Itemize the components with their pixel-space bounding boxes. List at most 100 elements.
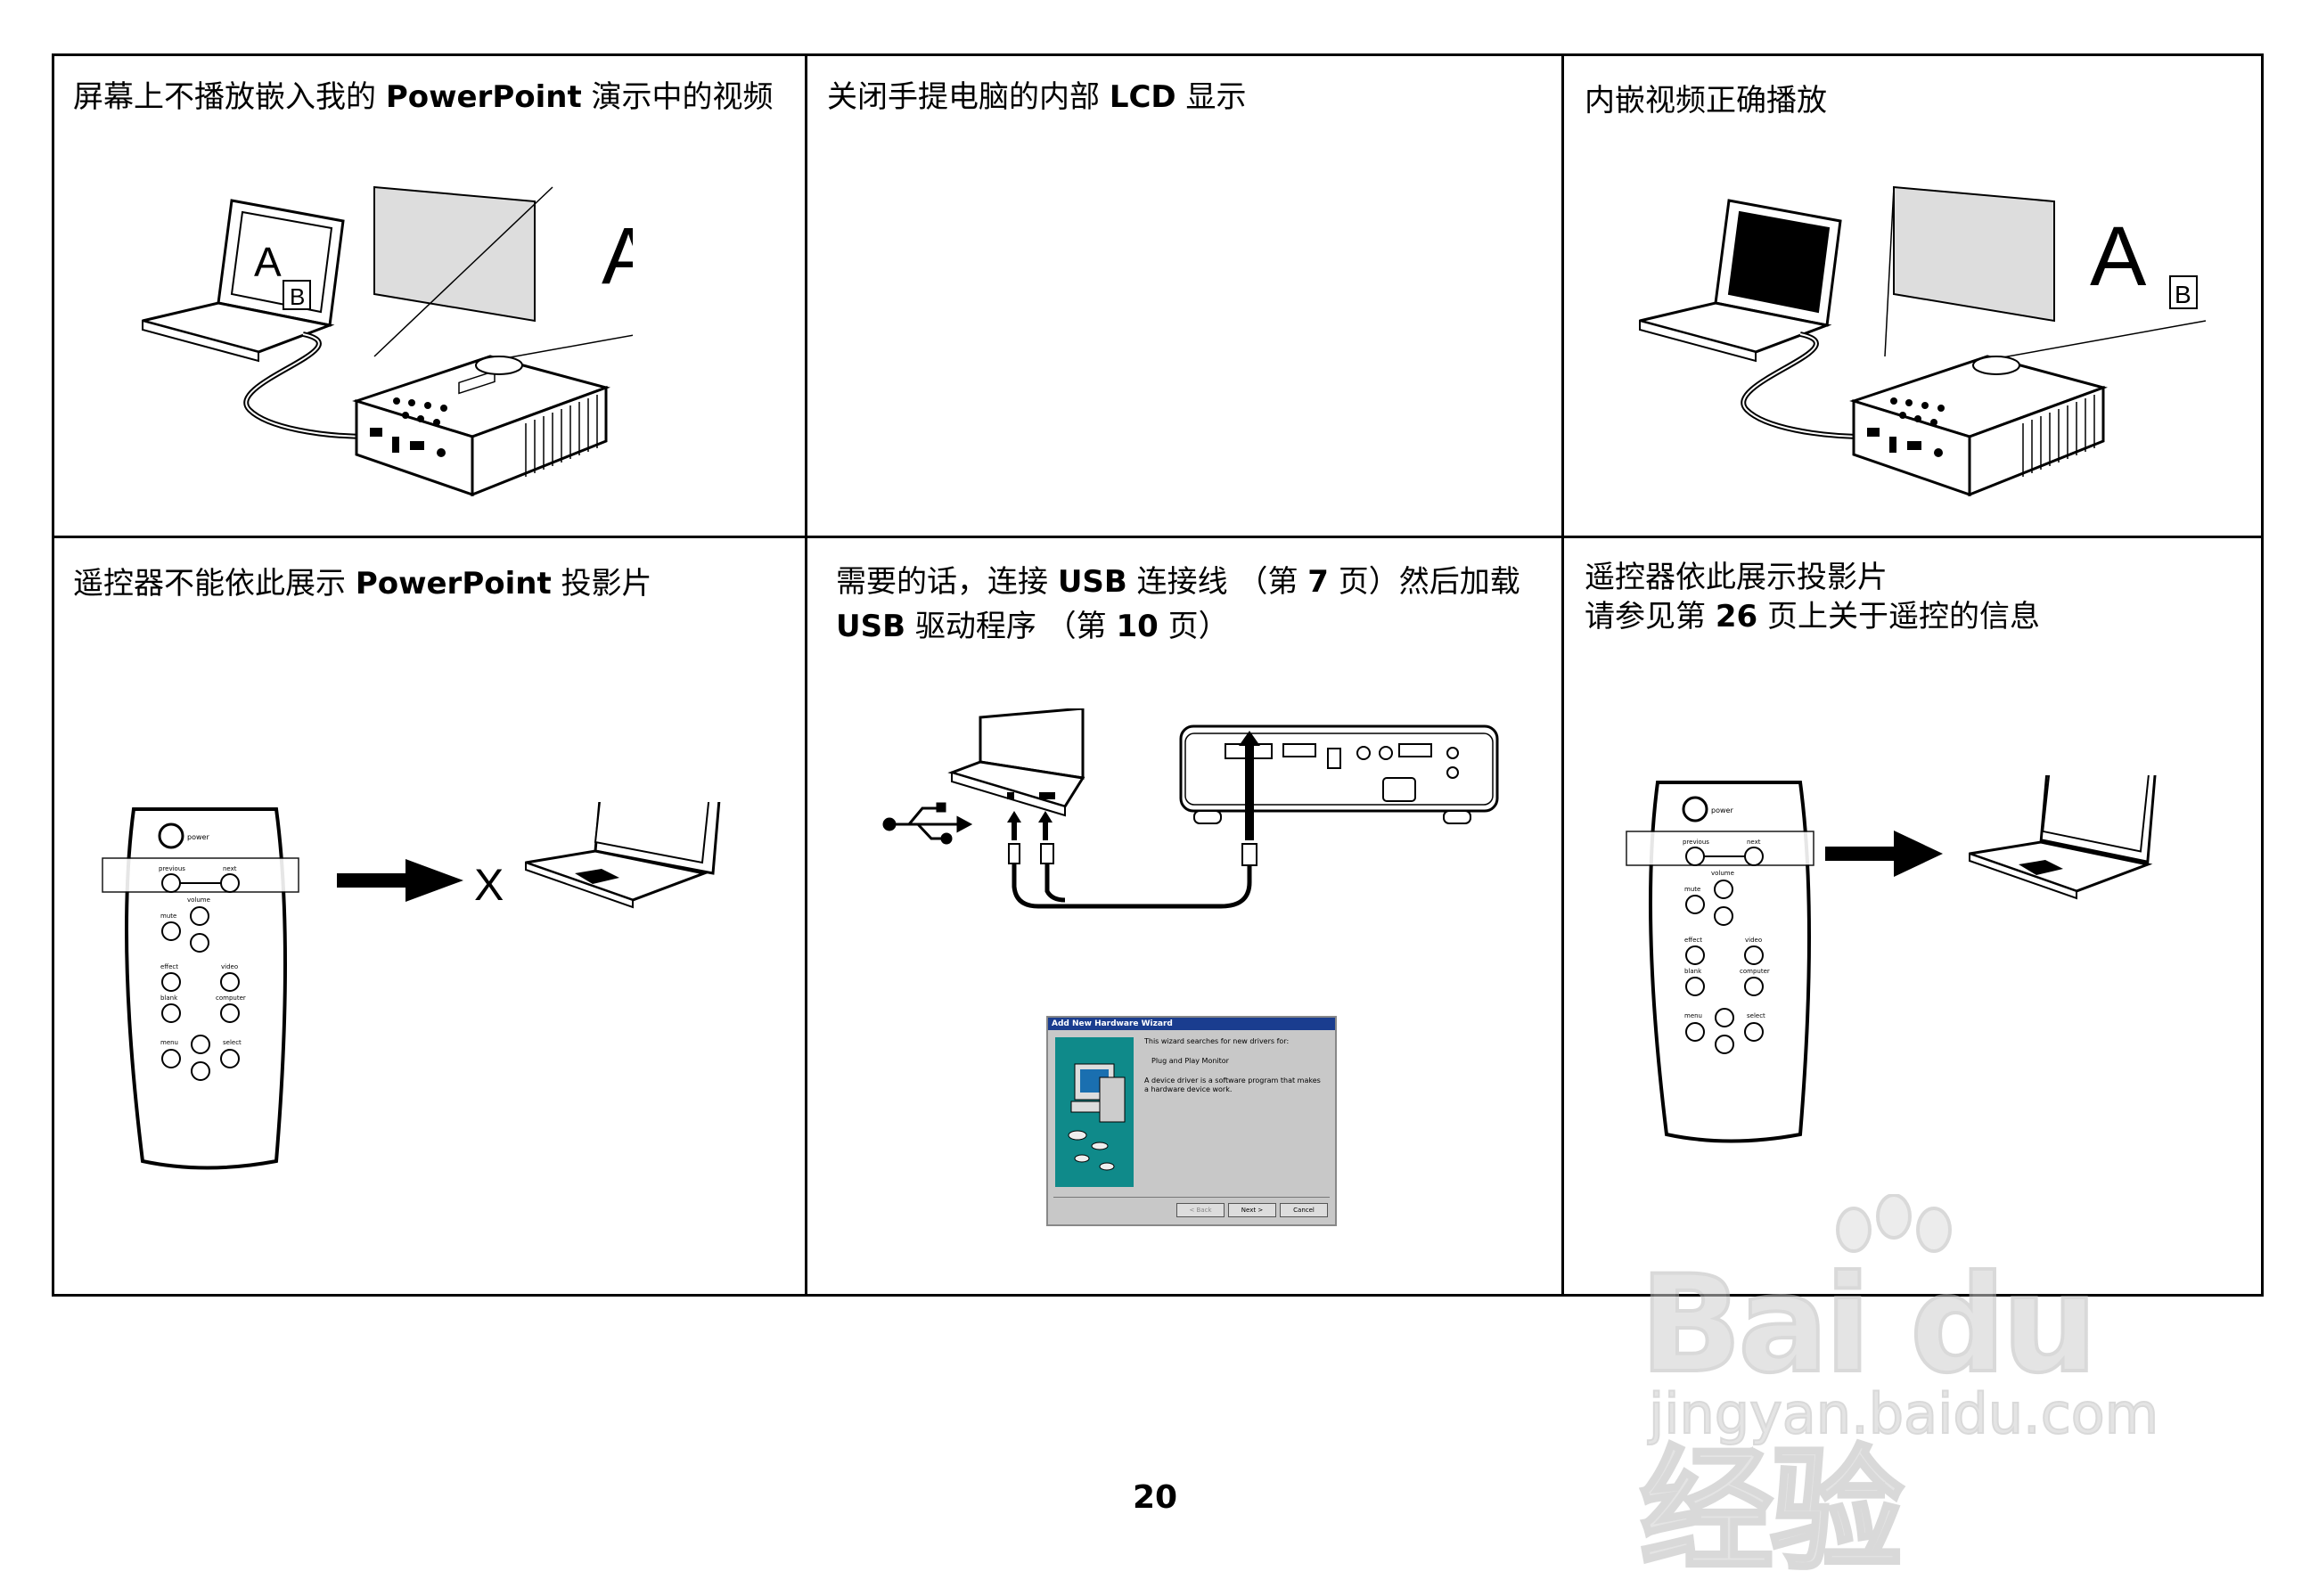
effect-icon [1685, 945, 1705, 965]
previous-icon [161, 873, 181, 893]
wizard-title: Add New Hardware Wizard [1048, 1018, 1335, 1030]
caption-embedded-video-plays: 内嵌视频正确播放 [1585, 78, 1827, 123]
remote_labels-computer: computer [1740, 968, 1770, 975]
cells-c2-caption_pre: 关闭手提电脑的内部 [827, 79, 1110, 115]
cells-c1-caption_bold: PowerPoint [385, 79, 582, 115]
cells-c1-caption_pre: 屏幕上不播放嵌入我的 [73, 79, 386, 115]
cells-c4-caption_pre: 遥控器不能依此展示 [73, 566, 356, 602]
remote_labels-blank: blank [160, 994, 178, 1002]
volume-down-icon [1714, 906, 1733, 926]
baidu-jingyan-watermark: Bai du 经验 jingyan.baidu.com [1638, 1194, 2192, 1591]
remote_labels-mute: mute [1684, 886, 1700, 893]
remote_labels-select: select [1747, 1012, 1765, 1019]
cells-c6-line2_pre: 请参见第 [1585, 599, 1716, 634]
cells-c6-line2_post: 页上关于遥控的信息 [1757, 599, 2040, 634]
effect-icon [161, 972, 181, 992]
previous-icon [1685, 847, 1705, 866]
remote_labels-menu: menu [160, 1039, 178, 1046]
mute-icon [1685, 895, 1705, 914]
laptop-letter-a: A [254, 239, 282, 285]
cells-c6-line1: 遥控器依此展示投影片 [1585, 560, 1888, 595]
down-icon [1715, 1035, 1734, 1054]
arrow-up-icon [1007, 811, 1021, 840]
computer-icon [220, 1003, 240, 1023]
computer-icon [1744, 977, 1764, 996]
watermark-line2: jingyan.baidu.com [1648, 1380, 2159, 1447]
cancel-button: Cancel [1280, 1203, 1328, 1217]
remote-highlight-band [1626, 831, 1814, 866]
cells-c5-line1_post: 页）然后加载 [1328, 564, 1520, 600]
remote_labels-next: next [1747, 839, 1761, 846]
remote_labels-mute: mute [160, 913, 176, 920]
menu-icon [1685, 1022, 1705, 1042]
wizard-computer-icon [1055, 1037, 1134, 1187]
remote-highlight-band [102, 857, 299, 893]
column-divider [805, 56, 807, 1294]
arrow-right-icon [337, 859, 463, 902]
laptop-screen-off [1727, 210, 1831, 314]
cells-c4-caption_post: 投影片 [551, 566, 652, 602]
arrow-right-icon [1825, 831, 1943, 877]
remote_labels-power: power [187, 833, 209, 841]
next-icon [1744, 847, 1764, 866]
remote_labels-computer: computer [216, 994, 246, 1002]
usb-connection-illustration [882, 708, 1499, 909]
cells-c5-line1_bold1: USB [1057, 564, 1127, 600]
select-icon [1744, 1022, 1764, 1042]
add-new-hardware-wizard-screenshot: Add New Hardware Wizard This wizard sear… [1046, 1016, 1337, 1226]
cells-c2-caption_bold: LCD [1109, 79, 1176, 115]
cells-c3-caption: 内嵌视频正确播放 [1585, 83, 1827, 119]
up-icon [1715, 1008, 1734, 1027]
usb-icon [882, 802, 973, 845]
next-icon [220, 873, 240, 893]
blank-icon [1685, 977, 1705, 996]
cells-c4-caption_bold: PowerPoint [355, 566, 552, 602]
menu-icon [161, 1049, 181, 1068]
paw-icon [1836, 1194, 1952, 1253]
volume-up-icon [190, 906, 209, 926]
volume-up-icon [1714, 880, 1733, 899]
cells-c5-line2_bold1: USB [836, 609, 906, 644]
arrow-up-icon [1239, 731, 1260, 840]
volume-down-icon [190, 933, 209, 953]
up-icon [191, 1035, 210, 1054]
video-icon [220, 972, 240, 992]
laptop-projector-illustration-1: A A B [142, 185, 633, 497]
mute-icon [161, 921, 181, 941]
next-button: Next > [1228, 1203, 1276, 1217]
cells-c5-line1_mid: 连接线 （第 [1126, 564, 1308, 600]
arrow-up-icon [1038, 811, 1053, 840]
video-icon [1744, 945, 1764, 965]
laptop-letter-b: B [290, 283, 305, 310]
caption-remote-works: 遥控器依此展示投影片 请参见第 26 页上关于遥控的信息 [1585, 558, 2040, 636]
caption-remote-not-working: 遥控器不能依此展示 PowerPoint 投影片 [73, 561, 652, 606]
remote_labels-blank: blank [1684, 968, 1702, 975]
screen-letter-a: A [602, 212, 633, 301]
remote_labels-next: next [223, 865, 237, 872]
wizard-line1: This wizard searches for new drivers for… [1144, 1037, 1290, 1045]
caption-connect-usb: 需要的话，连接 USB 连接线 （第 7 页）然后加载 USB 驱动程序 （第 … [836, 560, 1520, 649]
remote_labels-previous: previous [1683, 839, 1709, 846]
remote_labels-volume: volume [187, 896, 210, 904]
remote-laptop-illustration-2: power previous next volume mute effect v… [1626, 775, 2157, 1143]
remote_labels-power: power [1711, 806, 1733, 814]
column-divider [1561, 56, 1564, 1294]
wizard-separator [1053, 1197, 1330, 1198]
remote-laptop-illustration-1: power previous next volume mute effect v… [102, 802, 721, 1170]
wizard-body: This wizard searches for new drivers for… [1144, 1037, 1327, 1105]
remote_labels-video: video [1745, 937, 1762, 944]
down-icon [191, 1061, 210, 1081]
screen-letter-b: B [2175, 281, 2191, 308]
cells-c5-line2_bold2: 10 [1116, 609, 1159, 644]
remote_labels-select: select [223, 1039, 242, 1046]
cells-c1-caption_post: 演示中的视频 [581, 79, 774, 115]
remote_labels-effect: effect [1684, 937, 1702, 944]
blank-icon [161, 1003, 181, 1023]
back-button: < Back [1176, 1203, 1225, 1217]
cells-c5-line2_post: 页） [1158, 609, 1229, 644]
cells-c5-line1_bold2: 7 [1307, 564, 1329, 600]
remote_labels-volume: volume [1711, 870, 1734, 877]
cells-c6-line2_bold: 26 [1715, 599, 1758, 634]
wizard-line3: A device driver is a software program th… [1144, 1076, 1321, 1093]
wizard-line2: Plug and Play Monitor [1151, 1057, 1229, 1065]
